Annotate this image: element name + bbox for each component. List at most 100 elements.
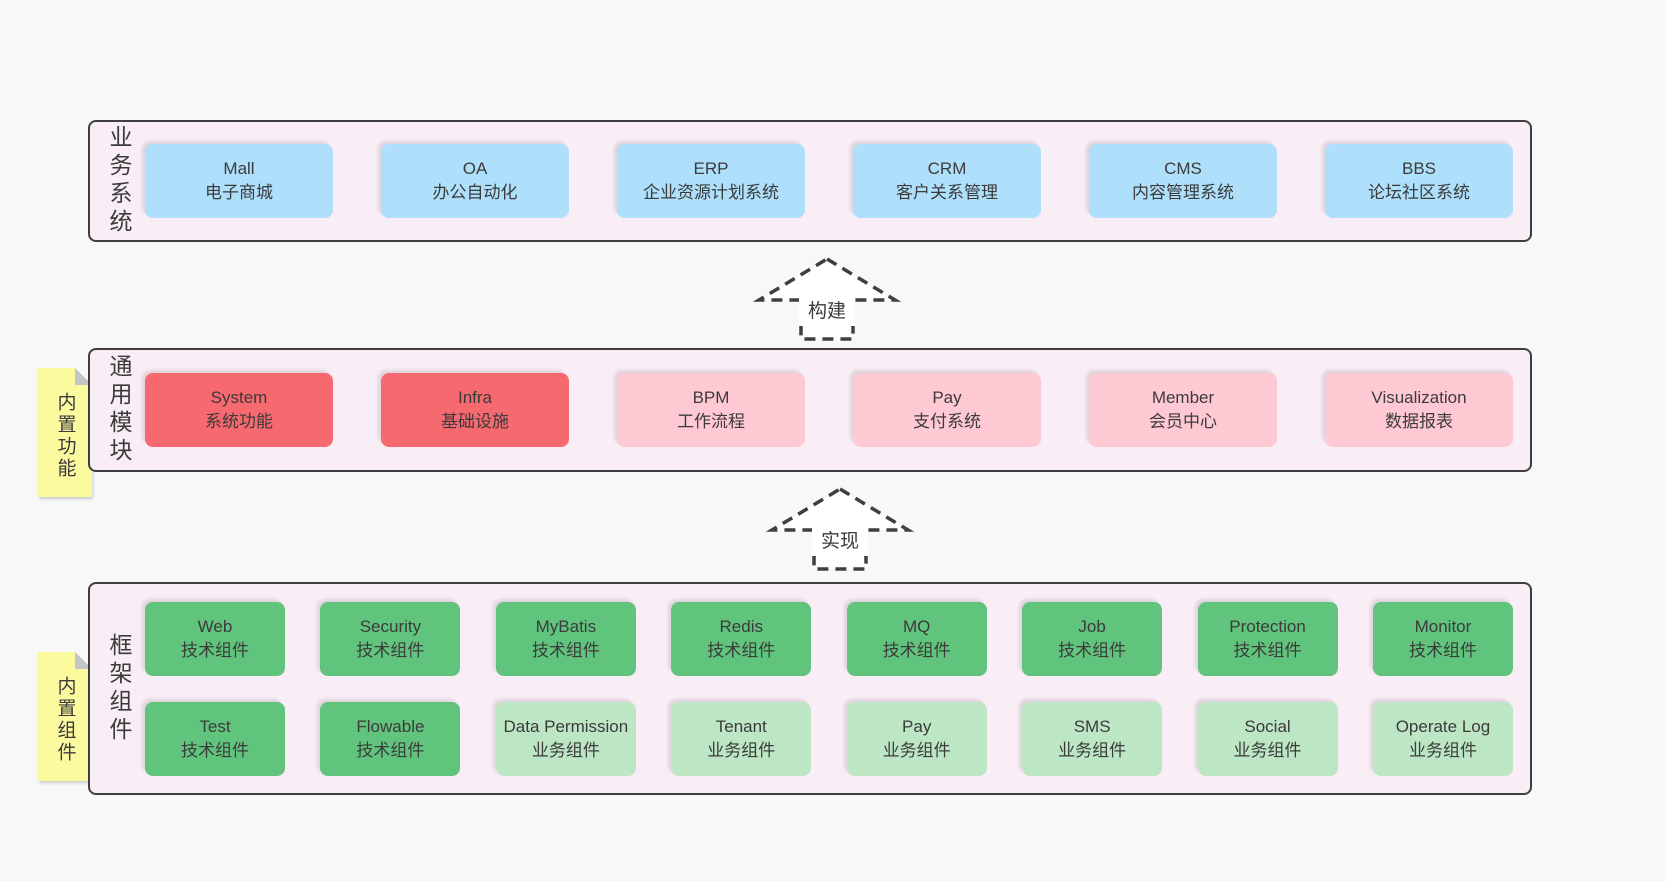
module-box-member: Member 会员中心 [1089,373,1277,447]
implement-arrow-label: 实现 [821,530,859,552]
module-name-en: Operate Log [1395,716,1491,736]
module-name-zh: 工作流程 [677,412,745,431]
module-box-cms: CMS 内容管理系统 [1089,144,1277,218]
module-box-job: Job 技术组件 [1022,601,1163,676]
module-name-zh: 内容管理系统 [1132,183,1234,202]
module-name-en: Job [1078,616,1106,636]
sticky-note-label: 内置功能 [54,391,76,480]
module-name-zh: 客户关系管理 [896,183,998,202]
module-name-en: MQ [902,616,931,636]
module-box-redis: Redis 技术组件 [671,601,812,676]
module-name-en: BBS [1401,159,1437,179]
band-label-common-modules: 通用模块 [106,354,132,466]
module-name-en: Mall [223,159,255,179]
module-box-infra: Infra 基础设施 [381,373,569,447]
module-box-security: Security 技术组件 [320,601,461,676]
module-name-en: Redis [719,616,763,636]
module-name-zh: 支付系统 [913,412,981,431]
module-box-visualization: Visualization 数据报表 [1325,373,1513,447]
module-box-bbs: BBS 论坛社区系统 [1325,144,1513,218]
module-box-bpm: BPM 工作流程 [617,373,805,447]
sticky-note-label: 内置组件 [54,675,76,764]
module-name-en: Pay [932,388,962,408]
module-name-en: Visualization [1371,388,1467,408]
module-name-en: Tenant [715,716,767,736]
module-name-zh: 业务组件 [707,740,776,760]
sticky-note-built-in-functions: 内置功能 [38,368,92,497]
module-name-en: Pay [902,716,932,736]
module-name-en: ERP [693,159,729,179]
module-name-en: Infra [457,388,493,408]
module-name-zh: 电子商城 [205,183,273,202]
module-name-zh: 业务组件 [1408,740,1477,760]
module-name-zh: 论坛社区系统 [1368,183,1470,202]
module-name-zh: 技术组件 [1408,640,1477,660]
module-name-en: CRM [927,159,967,179]
module-box-crm: CRM 客户关系管理 [853,144,1041,218]
build-arrow-up-icon: 构建 [752,256,902,342]
module-box-mq: MQ 技术组件 [846,601,987,676]
band-label-business-systems: 业务系统 [106,125,132,237]
module-name-zh: 业务组件 [531,740,600,760]
implement-arrow-up-icon: 实现 [765,486,915,572]
module-box-test: Test 技术组件 [145,701,285,776]
module-name-en: SMS [1073,716,1111,736]
module-name-en: Monitor [1414,616,1472,636]
build-arrow-label: 构建 [808,300,846,322]
module-name-zh: 系统功能 [205,412,273,431]
module-name-en: Security [359,616,422,636]
module-name-zh: 数据报表 [1385,412,1453,431]
module-name-zh: 技术组件 [1058,640,1127,660]
module-name-en: MyBatis [535,616,597,636]
module-name-zh: 技术组件 [356,640,425,660]
sticky-note-built-in-components: 内置组件 [38,652,92,781]
module-name-en: Social [1244,716,1291,736]
band-label-framework-components: 框架组件 [106,632,132,745]
module-box-mybatis: MyBatis 技术组件 [495,601,636,676]
module-name-zh: 会员中心 [1149,412,1217,431]
module-name-zh: 技术组件 [356,740,425,760]
module-name-zh: 技术组件 [181,640,249,660]
module-name-zh: 技术组件 [1233,640,1302,660]
module-name-zh: 技术组件 [181,740,249,760]
module-name-zh: 基础设施 [441,412,509,431]
module-box-mall: Mall 电子商城 [145,144,333,218]
module-name-en: BPM [692,388,730,408]
module-name-en: Flowable [356,716,425,736]
module-box-pay: Pay 支付系统 [853,373,1041,447]
module-name-zh: 办公自动化 [432,183,518,202]
module-name-zh: 技术组件 [882,640,951,660]
module-name-zh: 业务组件 [1058,740,1127,760]
module-name-en: OA [462,159,488,179]
module-box-web: Web 技术组件 [145,601,285,676]
module-box-flowable: Flowable 技术组件 [320,701,461,776]
module-name-zh: 技术组件 [707,640,776,660]
module-box-oa: OA 办公自动化 [381,144,569,218]
module-name-en: Member [1151,388,1215,408]
module-name-en: Test [199,716,231,736]
module-box-social: Social 业务组件 [1197,701,1338,776]
module-box-sms: SMS 业务组件 [1022,701,1163,776]
module-name-zh: 业务组件 [882,740,951,760]
module-name-zh: 技术组件 [531,640,600,660]
module-box-tenant: Tenant 业务组件 [671,701,812,776]
module-name-zh: 业务组件 [1233,740,1302,760]
module-name-en: CMS [1164,159,1202,179]
module-name-en: Data Permission [503,716,629,736]
module-box-data-permission: Data Permission 业务组件 [495,701,636,776]
module-name-en: Web [197,616,233,636]
module-box-monitor: Monitor 技术组件 [1372,601,1513,676]
